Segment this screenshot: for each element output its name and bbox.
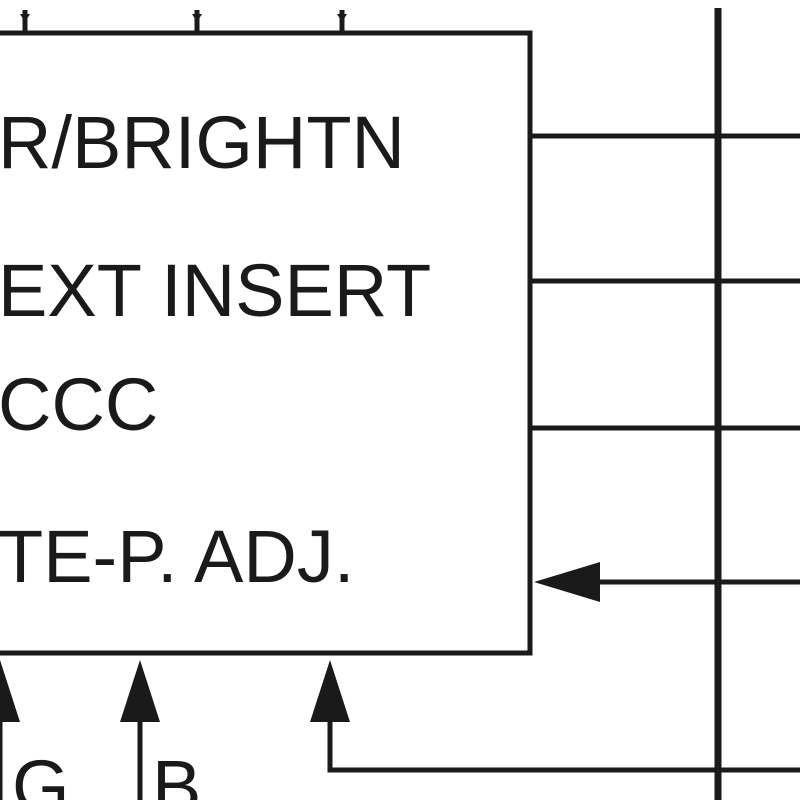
input-arrowhead-g [0, 660, 20, 722]
block-line-adjust: TE-P. ADJ. [0, 515, 354, 598]
top-tick-3-arrowhead [337, 14, 347, 22]
input-label-g: G [12, 745, 70, 800]
top-tick-2-arrowhead [192, 14, 202, 22]
block-line-text-insert: EXT INSERT [0, 249, 431, 332]
top-tick-1-arrowhead [20, 14, 30, 22]
block-line-ccc: CCC [0, 363, 158, 446]
input-arrowhead-b [120, 660, 160, 722]
top-input-ticks [20, 10, 347, 32]
function-block [0, 30, 533, 656]
block-line-brightness: R/BRIGHTN [0, 101, 405, 184]
feedback-path [327, 710, 800, 773]
input-arrowhead-adjust [534, 562, 600, 602]
input-label-b: B [152, 745, 201, 800]
feedback-arrowhead [310, 660, 350, 722]
